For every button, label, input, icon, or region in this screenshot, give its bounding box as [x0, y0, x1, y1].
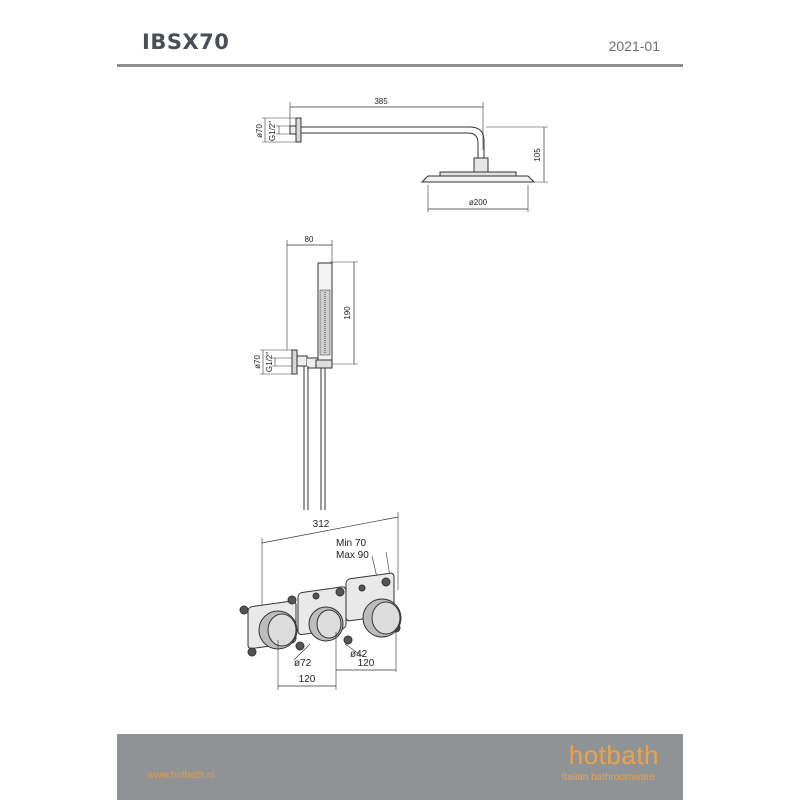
head-dia-label: ø200 — [469, 198, 488, 207]
valve-width-label: 312 — [313, 519, 330, 530]
brand-logo: hotbath — [568, 740, 659, 770]
footer-bar: www.hotbath.nl hotbath Italian bathroomw… — [117, 734, 683, 800]
brand-tagline: Italian bathroomware — [561, 772, 655, 783]
shower-flange-dia-label: ø70 — [255, 124, 264, 138]
shower-head-drawing — [262, 102, 548, 212]
knob-small-dia-label: ø42 — [350, 649, 368, 660]
header-rule — [117, 64, 683, 67]
hand-width-label: 80 — [305, 235, 314, 244]
shower-thread-label: G1/2" — [268, 121, 277, 141]
footer-url-link[interactable]: www.hotbath.nl — [147, 770, 215, 781]
hand-shower-drawing — [260, 240, 358, 510]
valve-min-depth-label: Min 70 — [336, 538, 366, 549]
arm-length-label: 385 — [374, 97, 388, 106]
valve-drawing — [239, 512, 402, 690]
hand-height-label: 190 — [343, 306, 352, 320]
knob-large-dia-label: ø72 — [294, 658, 312, 669]
spacing-1-label: 120 — [299, 674, 316, 685]
valve-max-depth-label: Max 90 — [336, 550, 369, 561]
drop-height-label: 105 — [533, 148, 542, 162]
document-date: 2021-01 — [608, 38, 660, 54]
page-title: IBSX70 — [142, 30, 230, 54]
hand-flange-dia-label: ø70 — [253, 355, 262, 369]
spacing-2-label: 120 — [358, 658, 375, 669]
hand-thread-label: G1/2" — [265, 352, 274, 372]
